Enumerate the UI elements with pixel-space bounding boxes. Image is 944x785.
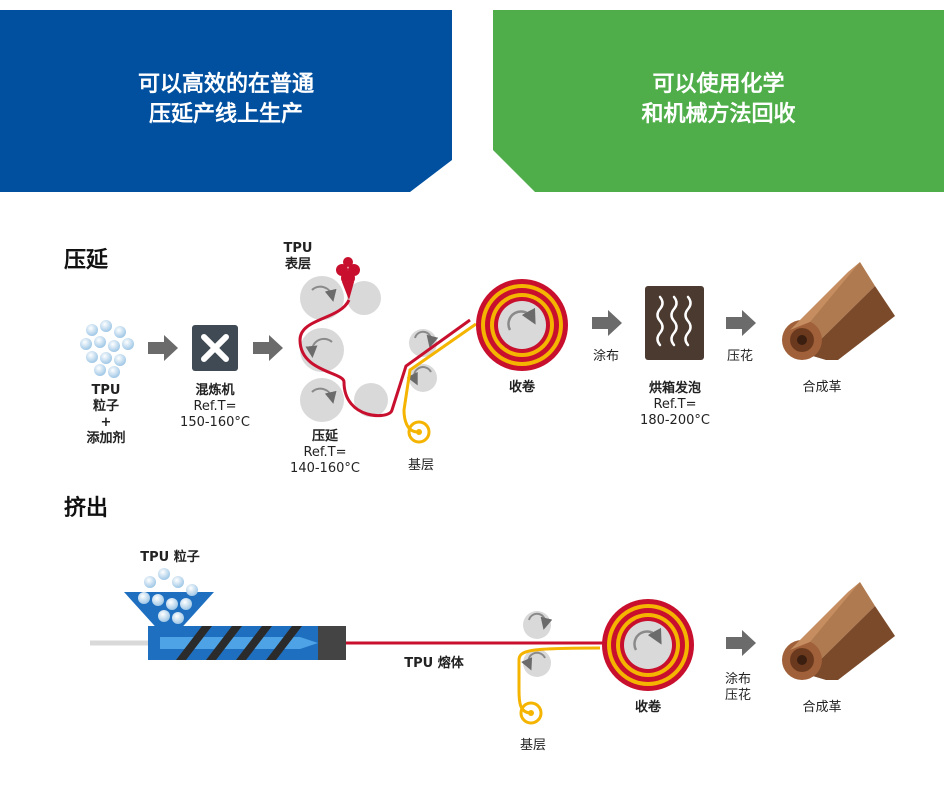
- rotation-arrow-icon: [521, 612, 553, 671]
- embossing-label: 压花: [726, 349, 753, 364]
- calender-temp: 140-160°C: [290, 461, 360, 476]
- calender-rollers: [300, 276, 437, 422]
- oven-temp-label: Ref.T=: [653, 397, 697, 412]
- extruder-icon: [90, 626, 346, 660]
- extrusion-pellets-label: TPU 粒子: [140, 550, 200, 565]
- arrow-right-icon: [148, 335, 178, 361]
- tpu-melt-label: TPU 熔体: [404, 656, 464, 671]
- arrow-right-icon: [726, 310, 756, 336]
- leather-roll-icon: [782, 582, 895, 680]
- winding-label: 收卷: [508, 380, 535, 395]
- calendering-title: 压延: [64, 248, 109, 273]
- right-banner: [493, 10, 944, 192]
- left-banner: [0, 10, 452, 192]
- oven-label: 烘箱发泡 Ref.T= 180-200°C: [630, 381, 720, 429]
- mixer-name: 混炼机: [195, 383, 235, 398]
- winding-coil: [476, 279, 568, 371]
- coating-label: 涂布: [592, 349, 619, 364]
- tpu-top-label: TPU 表层: [278, 241, 318, 273]
- extrusion-title: 挤出: [64, 496, 109, 521]
- winding-coil: [602, 599, 694, 691]
- extrusion-winding-label: 收卷: [634, 700, 661, 715]
- substrate-label: 基层: [407, 458, 434, 473]
- extrusion-embossing-label: 压花: [724, 688, 751, 703]
- right-banner-line2: 和机械方法回收: [641, 102, 796, 127]
- product-label: 合成革: [802, 380, 842, 395]
- left-banner-text: 可以高效的在普通 压延产线上生产: [0, 70, 452, 130]
- oven-name: 烘箱发泡: [648, 381, 701, 396]
- calender-name: 压延: [311, 429, 338, 444]
- mixer-temp-label: Ref.T=: [193, 399, 237, 414]
- left-banner-line1: 可以高效的在普通: [137, 72, 314, 97]
- substrate-path: [402, 322, 477, 434]
- heat-wave-icon: [656, 295, 692, 347]
- tpu-top-line1: TPU: [283, 241, 313, 256]
- right-banner-text: 可以使用化学 和机械方法回收: [493, 70, 944, 130]
- calender-temp-label: Ref.T=: [303, 445, 347, 460]
- arrow-right-icon: [592, 310, 622, 336]
- roller: [523, 611, 551, 639]
- pellets-icon: [138, 568, 198, 624]
- extrusion-coating-embossing-label: 涂布 压花: [716, 672, 760, 704]
- tpu-top-feed-icon: [336, 257, 360, 300]
- pellets-label-line2: 粒子: [92, 399, 119, 414]
- substrate-spool: [407, 420, 431, 444]
- pellets-label: TPU 粒子 + 添加剂: [76, 383, 136, 447]
- close-x-icon: [201, 334, 229, 362]
- right-banner-line1: 可以使用化学: [652, 72, 785, 97]
- substrate-spool: [519, 701, 543, 725]
- calender-label: 压延 Ref.T= 140-160°C: [280, 429, 370, 477]
- pellets-label-line4: 添加剂: [86, 431, 126, 446]
- mixer-label: 混炼机 Ref.T= 150-160°C: [170, 383, 260, 431]
- extrusion-product-label: 合成革: [802, 700, 842, 715]
- pellets-label-line1: TPU: [91, 383, 121, 398]
- extrusion-coating-label: 涂布: [724, 672, 751, 687]
- extrusion-substrate-label: 基层: [519, 738, 546, 753]
- left-banner-line2: 压延产线上生产: [148, 102, 303, 127]
- oven-temp: 180-200°C: [640, 413, 710, 428]
- mixer-temp: 150-160°C: [180, 415, 250, 430]
- rotation-arrow-icon: [305, 285, 439, 404]
- tpu-film-path: [298, 299, 471, 418]
- pellets-label-line3: +: [100, 415, 112, 430]
- leather-roll-icon: [782, 262, 895, 360]
- arrow-right-icon: [726, 630, 756, 656]
- pellets-icon: [80, 320, 134, 378]
- arrow-right-icon: [253, 335, 283, 361]
- tpu-top-line2: 表层: [284, 257, 311, 272]
